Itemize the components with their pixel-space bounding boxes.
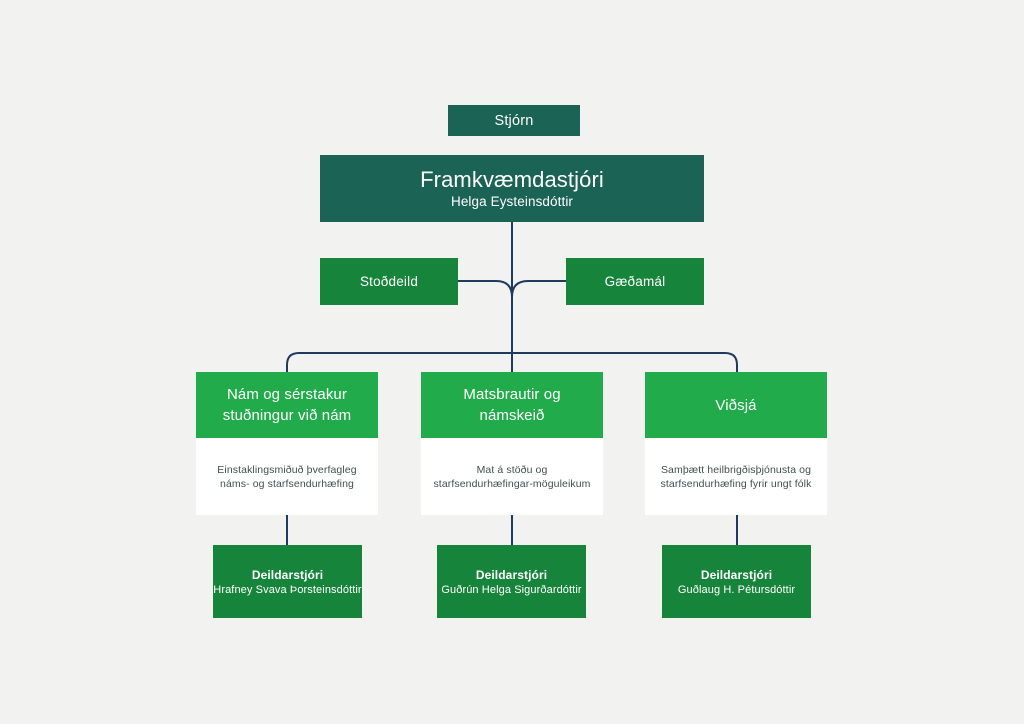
department-title: Viðsjá bbox=[645, 372, 827, 438]
department-title: Nám og sérstakur stuðningur við nám bbox=[196, 372, 378, 438]
node-department-manager[interactable]: Deildarstjóri Guðrún Helga Sigurðardótti… bbox=[437, 545, 586, 618]
connector-support-left bbox=[458, 280, 513, 298]
ceo-title: Framkvæmdastjóri bbox=[420, 167, 604, 192]
department-description: Einstaklingsmiðuð þverfagleg náms- og st… bbox=[196, 438, 378, 515]
support-unit-title: Gæðamál bbox=[604, 274, 666, 289]
node-board[interactable]: Stjórn bbox=[448, 105, 580, 136]
department-card[interactable]: Nám og sérstakur stuðningur við nám Eins… bbox=[196, 372, 378, 515]
ceo-person: Helga Eysteinsdóttir bbox=[450, 194, 574, 209]
node-department-manager[interactable]: Deildarstjóri Hrafney Svava Þorsteinsdót… bbox=[213, 545, 362, 618]
node-department-manager[interactable]: Deildarstjóri Guðlaug H. Pétursdóttir bbox=[662, 545, 811, 618]
manager-role: Deildarstjóri bbox=[251, 567, 324, 582]
manager-name: Guðrún Helga Sigurðardóttir bbox=[441, 583, 582, 596]
manager-role: Deildarstjóri bbox=[475, 567, 548, 582]
connector-department-bus bbox=[286, 352, 738, 372]
department-description: Mat á stöðu og starfsendurhæfingar-mögul… bbox=[421, 438, 603, 515]
manager-name: Hrafney Svava Þorsteinsdóttir bbox=[213, 583, 362, 596]
node-support-unit-stoddeild[interactable]: Stoðdeild bbox=[320, 258, 458, 305]
node-support-unit-gaedamal[interactable]: Gæðamál bbox=[566, 258, 704, 305]
board-title: Stjórn bbox=[494, 112, 534, 129]
department-card[interactable]: Matsbrautir og námskeið Mat á stöðu og s… bbox=[421, 372, 603, 515]
department-card[interactable]: Viðsjá Samþætt heilbrigðisþjónusta og st… bbox=[645, 372, 827, 515]
department-title: Matsbrautir og námskeið bbox=[421, 372, 603, 438]
connector-support-right bbox=[511, 280, 566, 298]
node-ceo[interactable]: Framkvæmdastjóri Helga Eysteinsdóttir bbox=[320, 155, 704, 222]
manager-role: Deildarstjóri bbox=[700, 567, 773, 582]
support-unit-title: Stoðdeild bbox=[359, 274, 419, 289]
department-description: Samþætt heilbrigðisþjónusta og starfsend… bbox=[645, 438, 827, 515]
manager-name: Guðlaug H. Pétursdóttir bbox=[677, 583, 796, 596]
